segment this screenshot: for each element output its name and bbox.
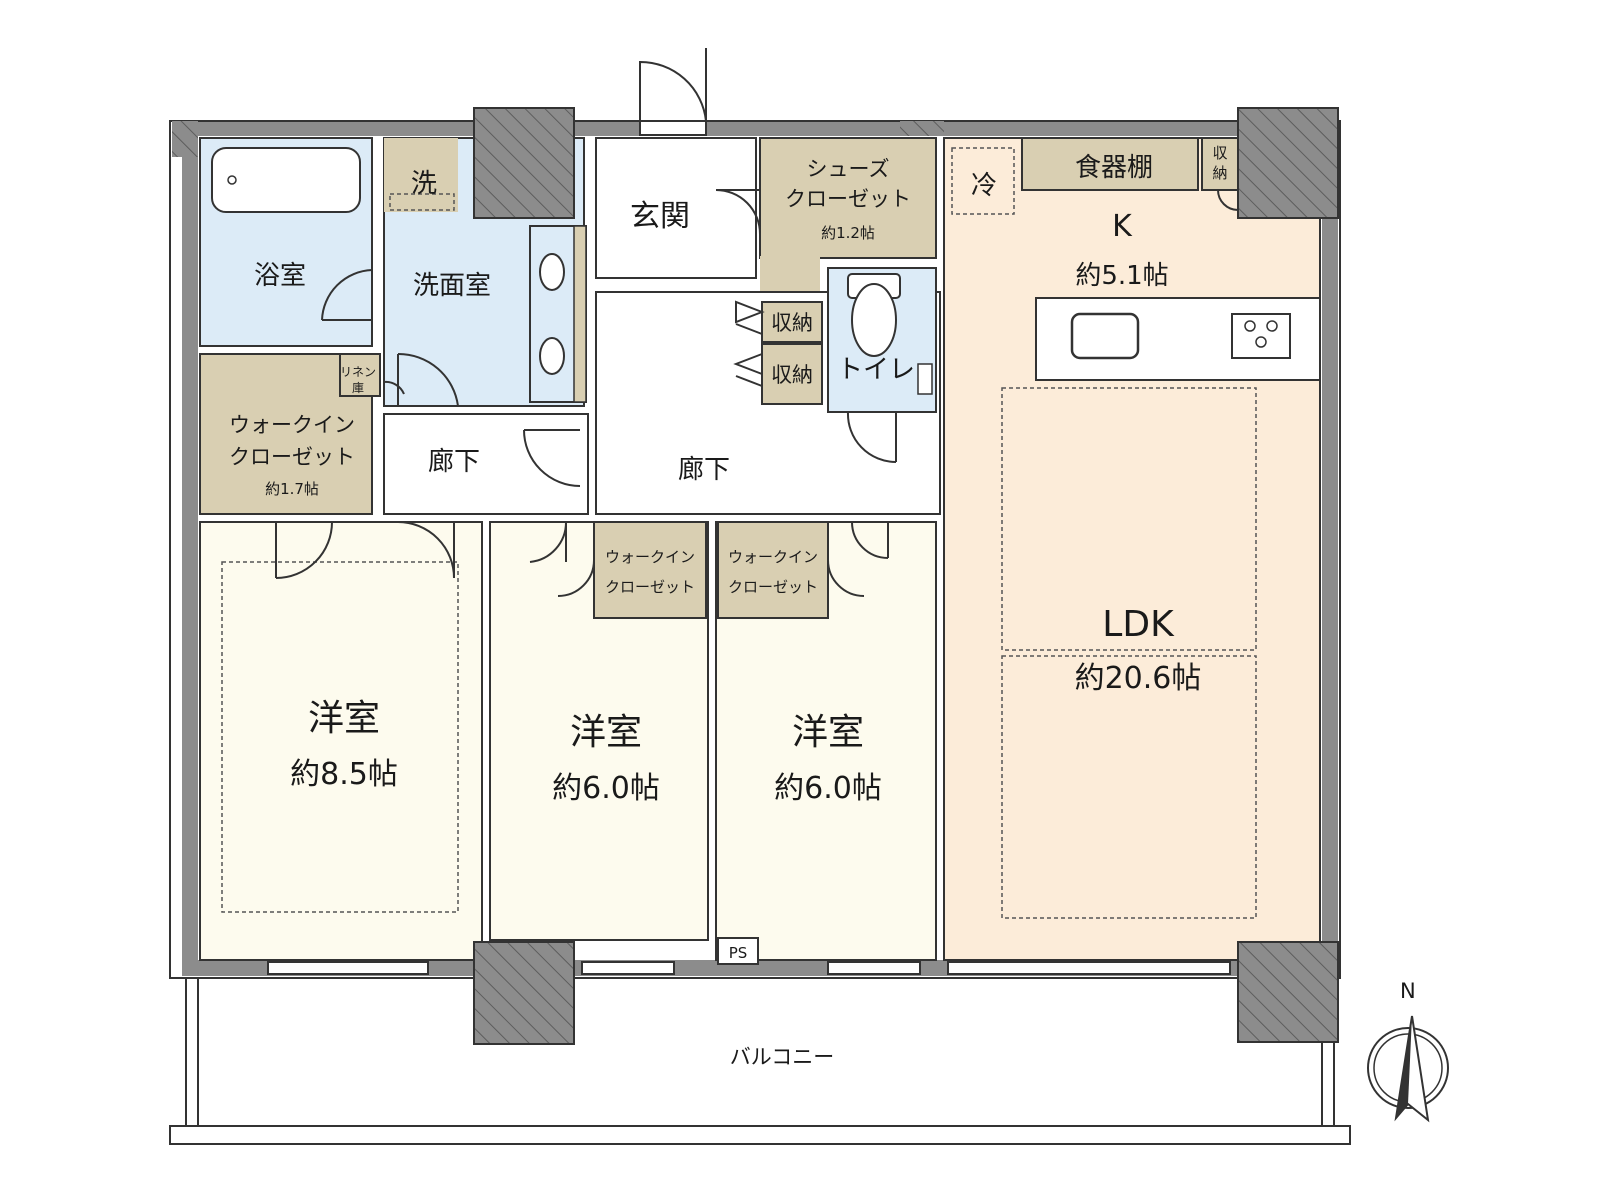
wic-3-floor	[717, 521, 829, 619]
shoes-label-1: シューズ	[807, 157, 890, 181]
stove	[1231, 313, 1291, 359]
wic-west-label-2: クローゼット	[229, 445, 355, 469]
bed3-area: 約6.0帖	[774, 771, 882, 806]
fixtures	[211, 147, 1291, 919]
bed1-area: 約8.5帖	[290, 757, 398, 792]
shoes-floor	[759, 137, 937, 259]
wash-mark-label: 洗	[411, 169, 437, 199]
bathtub	[211, 147, 361, 213]
linen-label-1: リネン	[340, 365, 376, 379]
bed2-area: 約6.0帖	[552, 771, 660, 806]
storage-a-floor	[761, 301, 823, 343]
wic-3-label-2: クローゼット	[728, 578, 818, 596]
kitchen-area: 約5.1帖	[1075, 261, 1168, 291]
ldk-area: 約20.6帖	[1075, 661, 1202, 696]
storage-k-floor	[1201, 137, 1239, 191]
linen-floor	[339, 353, 381, 397]
compass: N	[1367, 979, 1449, 1123]
wic-3-label-1: ウォークイン	[728, 548, 818, 566]
fridge-label: 冷	[971, 171, 997, 201]
labels: 浴室 洗 洗面室 リネン 庫 ウォークイン クローゼット 約1.7帖 廊下 玄関…	[229, 144, 1228, 1069]
storage-k-label-1: 収	[1212, 144, 1227, 162]
shoes-label-2: クローゼット	[785, 187, 911, 211]
bed3-label: 洋室	[792, 712, 864, 753]
wash-mark-zone	[384, 138, 458, 212]
windows	[267, 120, 1231, 975]
kitchen-sink	[1070, 312, 1140, 360]
hall-center-label: 廊下	[678, 455, 730, 485]
toilet-label: トイレ	[837, 355, 915, 385]
bed2-label: 洋室	[570, 712, 642, 753]
balcony-label: バルコニー	[730, 1045, 835, 1069]
storage-k-label-2: 納	[1212, 164, 1227, 182]
hall-west-label: 廊下	[428, 447, 480, 477]
ps-box	[717, 937, 759, 965]
entrance-floor	[595, 137, 757, 279]
kitchen-label: K	[1112, 209, 1133, 244]
wic-2-label-1: ウォークイン	[605, 548, 695, 566]
compass-label: N	[1400, 979, 1416, 1003]
bed1-label: 洋室	[308, 698, 380, 739]
washroom-label: 洗面室	[413, 271, 491, 301]
cupboard-label: 食器棚	[1075, 153, 1153, 183]
fridge-zone	[951, 147, 1015, 215]
ps-label: PS	[729, 944, 748, 962]
bed1-floor	[199, 521, 483, 961]
front-door[interactable]	[639, 60, 707, 122]
entrance-label: 玄関	[630, 199, 690, 234]
linen-label-2: 庫	[352, 381, 364, 395]
cupboard-floor	[1021, 137, 1199, 191]
ldk-label: LDK	[1102, 604, 1175, 645]
wic-2-label-2: クローゼット	[605, 578, 695, 596]
ldk-floor	[943, 137, 1321, 961]
wic-west-area: 約1.7帖	[265, 480, 319, 498]
doors	[275, 48, 1239, 597]
wic-west-label-1: ウォークイン	[229, 413, 355, 437]
balcony	[169, 978, 1351, 1145]
storage-b-label: 収納	[771, 363, 813, 387]
bath-label: 浴室	[254, 261, 306, 291]
structural-columns	[172, 107, 1339, 1045]
storage-a-label: 収納	[771, 311, 813, 335]
toilet-bowl	[851, 283, 897, 357]
wic-2-floor	[593, 521, 707, 619]
shoes-area: 約1.2帖	[821, 224, 875, 242]
